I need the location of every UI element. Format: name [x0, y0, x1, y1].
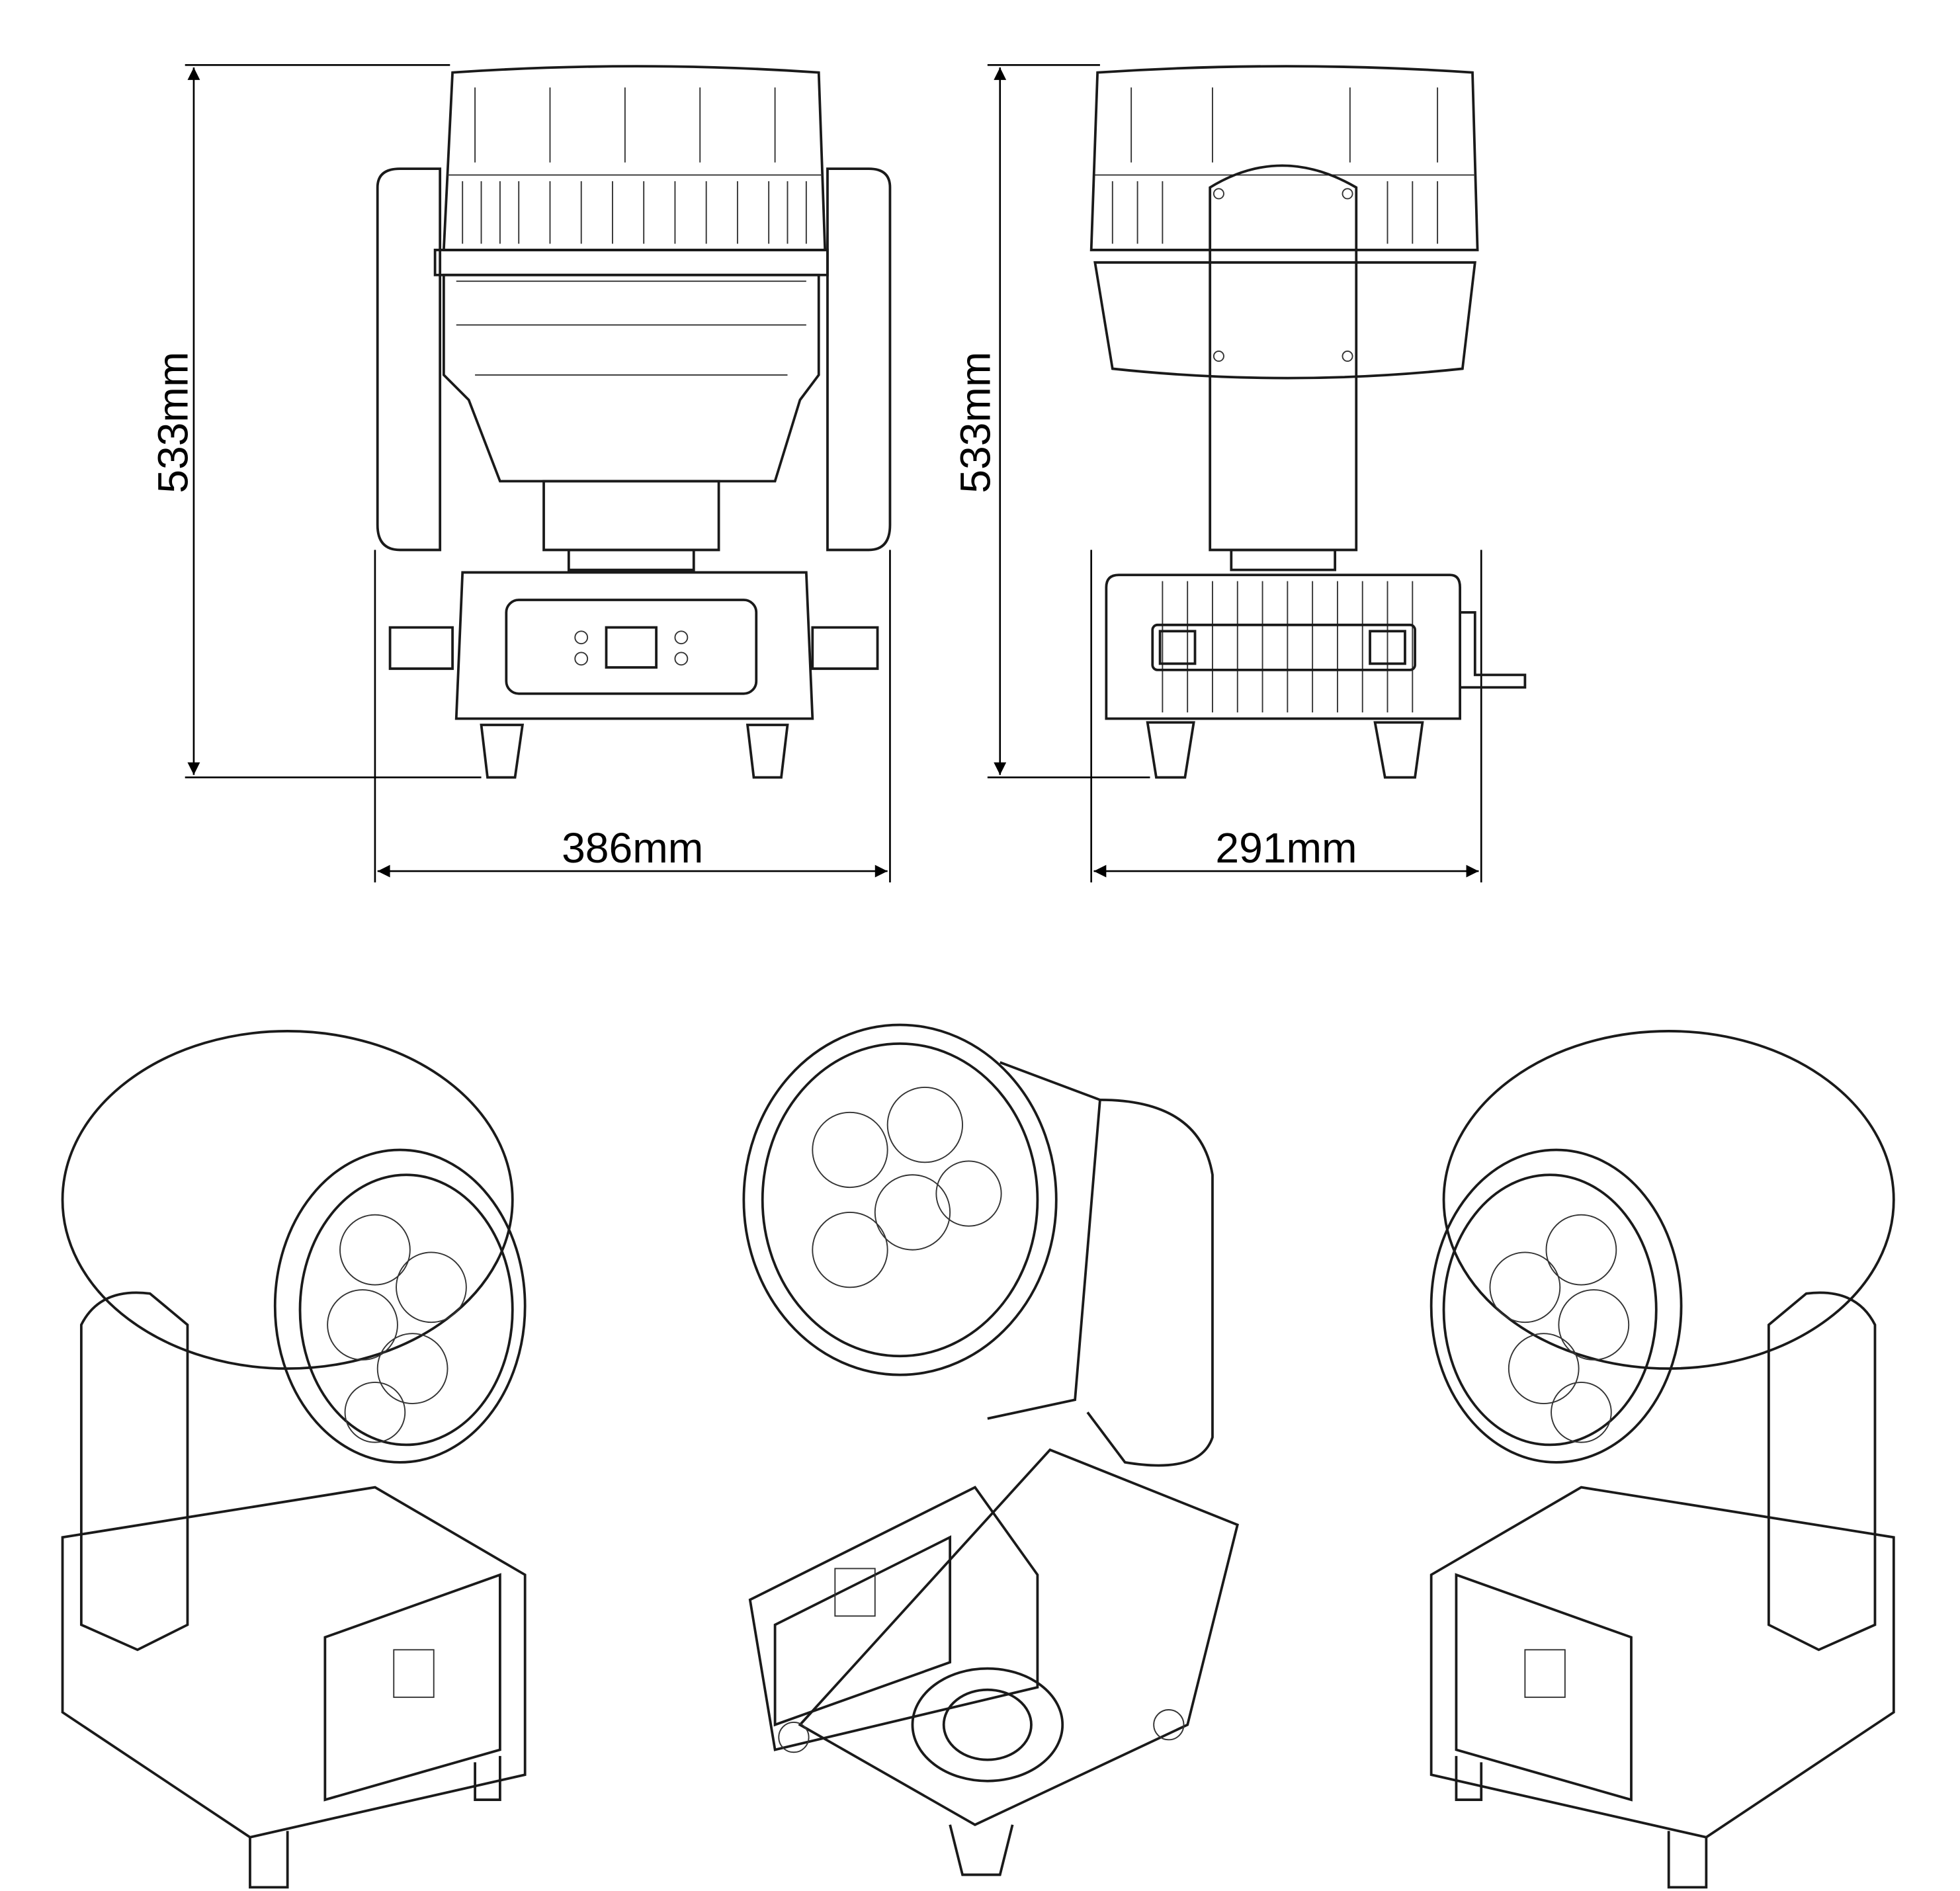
isometric-view-below	[742, 1023, 1239, 1876]
side-view-fixture	[1089, 65, 1527, 779]
side-height-dimension: 533mm	[952, 63, 1150, 778]
isometric-view-front-right	[1429, 1030, 1895, 1889]
front-view-fixture	[376, 65, 892, 779]
front-height-label: 533mm	[149, 352, 196, 493]
isometric-view-front-left	[61, 1030, 527, 1889]
front-width-label: 386mm	[562, 824, 703, 872]
front-width-dimension: 386mm	[374, 550, 891, 883]
side-height-label: 533mm	[952, 352, 1000, 493]
side-width-dimension: 291mm	[1090, 550, 1482, 883]
side-width-label: 291mm	[1215, 824, 1357, 872]
front-height-dimension: 533mm	[149, 63, 482, 778]
